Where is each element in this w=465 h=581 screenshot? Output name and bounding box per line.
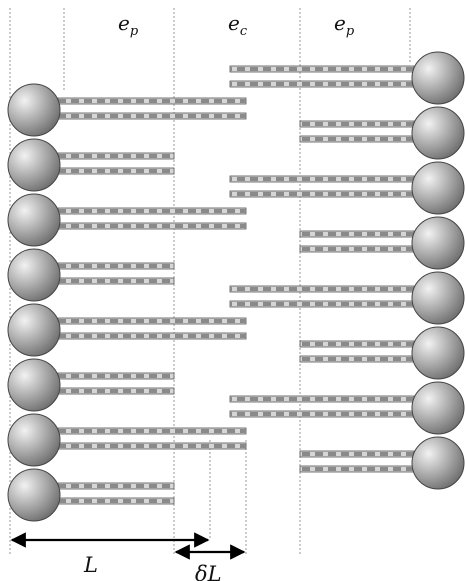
right-lipid-6-head (412, 327, 464, 379)
left-lipid-7-head (8, 414, 60, 466)
right-lipid-5-head (412, 272, 464, 324)
right-lipid-3-tail-upper (230, 176, 414, 182)
right-lipid-8-tail-lower (300, 466, 414, 472)
left-lipid-1-head (8, 84, 60, 136)
left-lipid-7-tail-upper (58, 428, 246, 434)
left-lipid-6-head (8, 359, 60, 411)
right-lipid-7-tail-lower (230, 411, 414, 417)
right-lipid-5-tail-upper (230, 286, 414, 292)
right-lipid-3 (230, 162, 464, 214)
label-ep-left-sub: p (130, 24, 139, 39)
right-lipid-7-tail-upper (230, 396, 414, 402)
left-lipid-8-tail-upper (58, 483, 174, 489)
label-length-L: L (83, 553, 98, 577)
left-leaflet (8, 84, 246, 521)
left-lipid-5 (8, 304, 246, 356)
label-ec-middle-sub: c (240, 24, 248, 39)
left-lipid-3 (8, 194, 246, 246)
right-lipid-6-tail-lower (300, 356, 414, 362)
left-lipid-3-head (8, 194, 60, 246)
label-ep-right-main: e (334, 11, 346, 35)
label-ep-right-sub: p (346, 24, 355, 39)
label-ep-left: ep (118, 11, 139, 39)
label-ec-middle-main: e (228, 11, 240, 35)
left-lipid-1-tail-lower (58, 113, 246, 119)
label-ec-middle: ec (228, 11, 248, 39)
right-lipid-2-head (412, 107, 464, 159)
right-lipid-7 (230, 382, 464, 434)
left-lipid-4-tail-lower (58, 278, 174, 284)
left-lipid-1 (8, 84, 246, 136)
right-lipid-4-tail-lower (300, 246, 414, 252)
left-lipid-3-tail-lower (58, 223, 246, 229)
left-lipid-3-tail-upper (58, 208, 246, 214)
right-leaflet (230, 52, 464, 489)
left-lipid-6 (8, 359, 174, 411)
right-lipid-2-tail-upper (300, 121, 414, 127)
right-lipid-5-tail-lower (230, 301, 414, 307)
right-lipid-1-tail-lower (230, 81, 414, 87)
left-lipid-2-tail-upper (58, 153, 174, 159)
right-lipid-6-tail-upper (300, 341, 414, 347)
left-lipid-5-tail-lower (58, 333, 246, 339)
right-lipid-1 (230, 52, 464, 104)
right-lipid-3-tail-lower (230, 191, 414, 197)
right-lipid-2-tail-lower (300, 136, 414, 142)
left-lipid-4-head (8, 249, 60, 301)
right-lipid-3-head (412, 162, 464, 214)
left-lipid-2 (8, 139, 174, 191)
left-lipid-1-tail-upper (58, 98, 246, 104)
left-lipid-4 (8, 249, 174, 301)
right-lipid-8-tail-upper (300, 451, 414, 457)
right-lipid-4-head (412, 217, 464, 269)
label-ep-right: ep (334, 11, 355, 39)
right-lipid-8 (300, 437, 464, 489)
left-lipid-8-tail-lower (58, 498, 174, 504)
right-lipid-4 (300, 217, 464, 269)
right-lipid-2 (300, 107, 464, 159)
right-lipid-4-tail-upper (300, 231, 414, 237)
label-delta-L: δL (195, 562, 222, 581)
label-delta-L-main: L (207, 562, 222, 581)
right-lipid-1-tail-upper (230, 66, 414, 72)
left-lipid-6-tail-lower (58, 388, 174, 394)
label-delta-L-prefix: δ (195, 562, 208, 581)
right-lipid-6 (300, 327, 464, 379)
left-lipid-5-tail-upper (58, 318, 246, 324)
left-lipid-8 (8, 469, 174, 521)
right-lipid-7-head (412, 382, 464, 434)
left-lipid-2-tail-lower (58, 168, 174, 174)
left-lipid-6-tail-upper (58, 373, 174, 379)
right-lipid-8-head (412, 437, 464, 489)
left-lipid-4-tail-upper (58, 263, 174, 269)
left-lipid-7-tail-lower (58, 443, 246, 449)
right-lipid-1-head (412, 52, 464, 104)
left-lipid-5-head (8, 304, 60, 356)
left-lipid-8-head (8, 469, 60, 521)
label-ep-left-main: e (118, 11, 130, 35)
right-lipid-5 (230, 272, 464, 324)
left-lipid-2-head (8, 139, 60, 191)
